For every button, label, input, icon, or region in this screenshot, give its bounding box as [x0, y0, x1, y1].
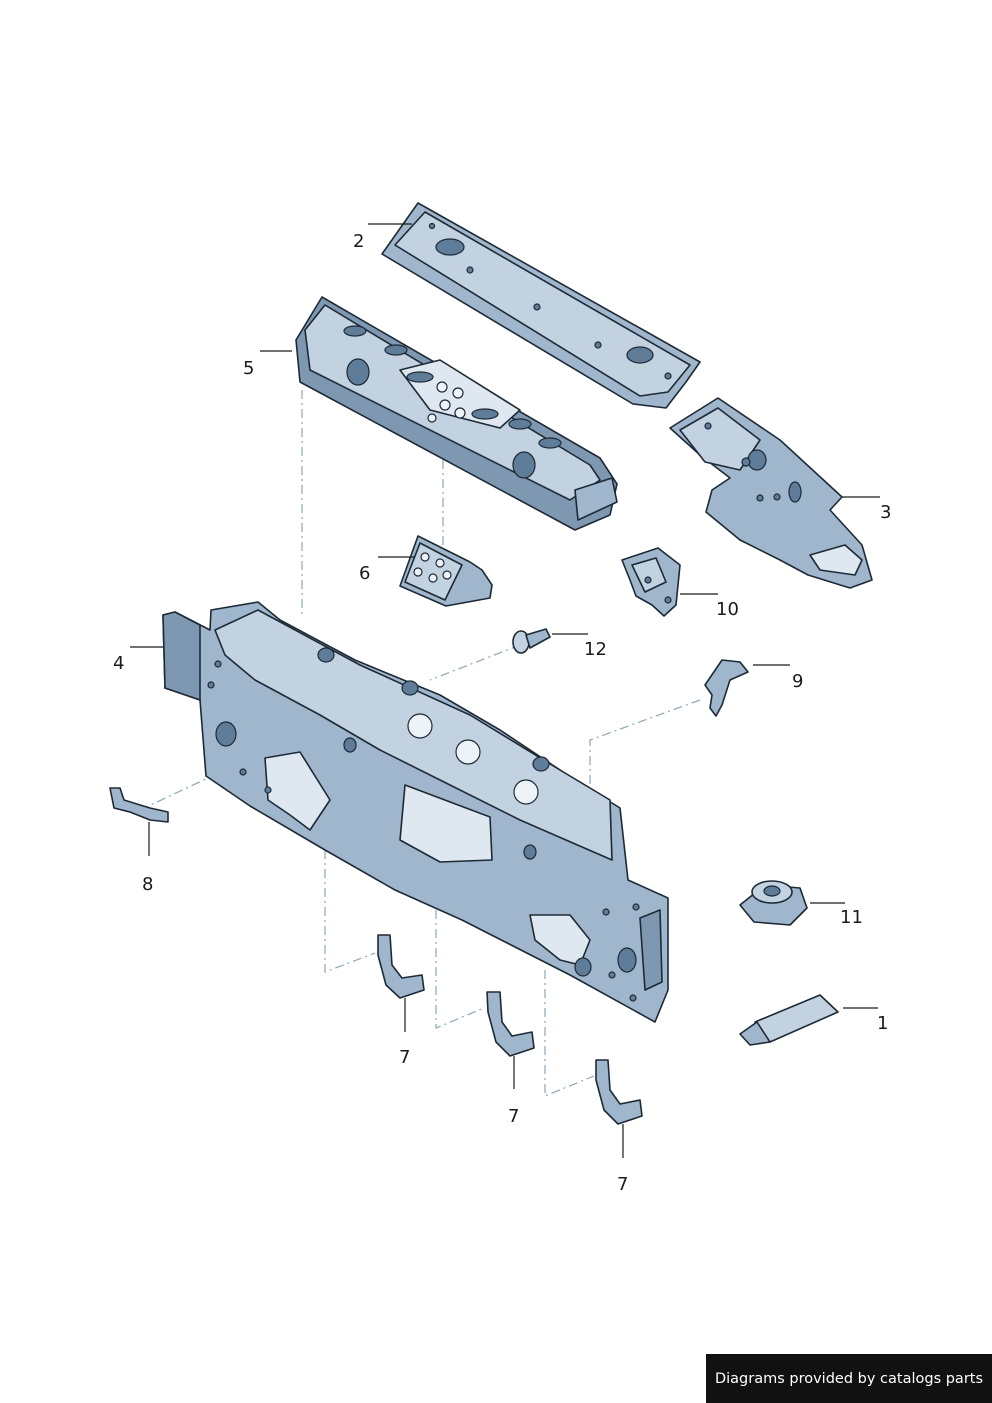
callout-number: 12: [584, 639, 607, 660]
callout-number: 9: [792, 671, 803, 692]
part-9-clip[interactable]: [704, 659, 749, 717]
callout-number: 8: [142, 874, 153, 895]
part-6-small-bracket[interactable]: [399, 535, 493, 607]
callout-number: 10: [716, 599, 739, 620]
part-7-bracket-b[interactable]: [486, 991, 535, 1057]
callout-number: 2: [353, 231, 364, 252]
credit-text: Diagrams provided by catalogs parts: [714, 1370, 984, 1387]
part-3-side-bracket[interactable]: [669, 397, 873, 589]
part-8-clip[interactable]: [109, 787, 169, 823]
callout-number: 7: [508, 1106, 519, 1127]
callout-number: 5: [243, 358, 254, 379]
callout-leader-lines: [130, 223, 880, 1158]
credit-banner: Diagrams provided by catalogs parts: [706, 1354, 992, 1403]
callout-number: 11: [840, 907, 863, 928]
part-11-nut[interactable]: [739, 880, 808, 926]
callout-number: 7: [399, 1047, 410, 1068]
part-4-rear-panel[interactable]: [162, 601, 669, 1023]
callout-number: 6: [359, 563, 370, 584]
part-2-upper-cross-member[interactable]: [381, 202, 701, 409]
callout-number: 1: [877, 1013, 888, 1034]
part-1-tube[interactable]: [739, 994, 839, 1046]
callout-number: 3: [880, 502, 891, 523]
part-10-bracket[interactable]: [621, 547, 681, 617]
part-12-bolt[interactable]: [512, 628, 551, 654]
callout-number: 4: [113, 653, 124, 674]
callout-number: 7: [617, 1174, 628, 1195]
part-7-bracket-a[interactable]: [377, 934, 425, 999]
part-7-bracket-c[interactable]: [595, 1059, 643, 1125]
part-5-parcel-shelf-member[interactable]: [295, 296, 618, 531]
